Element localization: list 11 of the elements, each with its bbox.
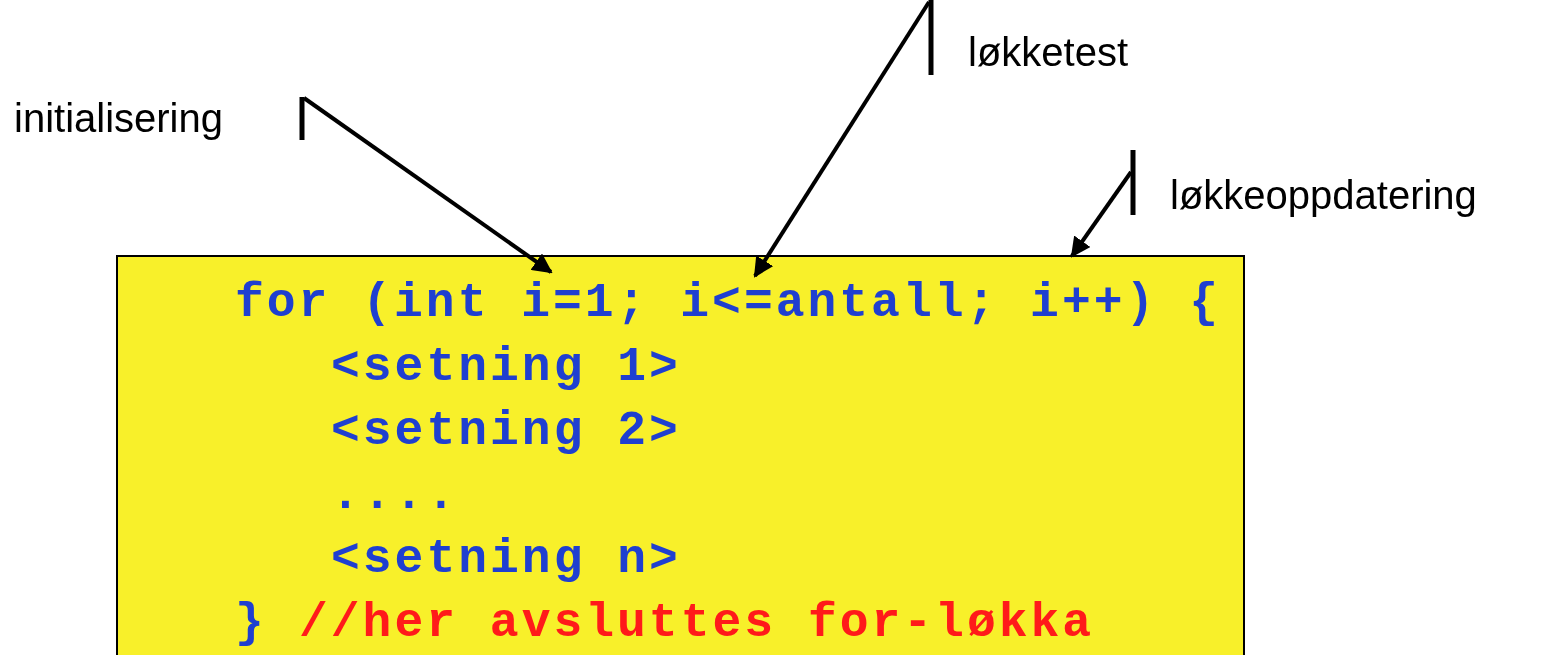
code-line: for (int i=1; i<=antall; i++) { xyxy=(235,277,1221,329)
code-line: } xyxy=(235,597,267,649)
code-line: <setning 1> xyxy=(331,341,681,393)
code-line: .... xyxy=(331,469,459,521)
code-line: //her avsluttes for-løkka xyxy=(299,597,1095,649)
code-line: <setning n> xyxy=(331,533,681,585)
code-line: <setning 2> xyxy=(331,405,681,457)
annotation-label: løkketest xyxy=(968,28,1129,76)
annotation-label: initialisering xyxy=(14,94,223,142)
code-box xyxy=(116,255,1245,655)
annotation-label: løkkeoppdatering xyxy=(1170,171,1477,219)
